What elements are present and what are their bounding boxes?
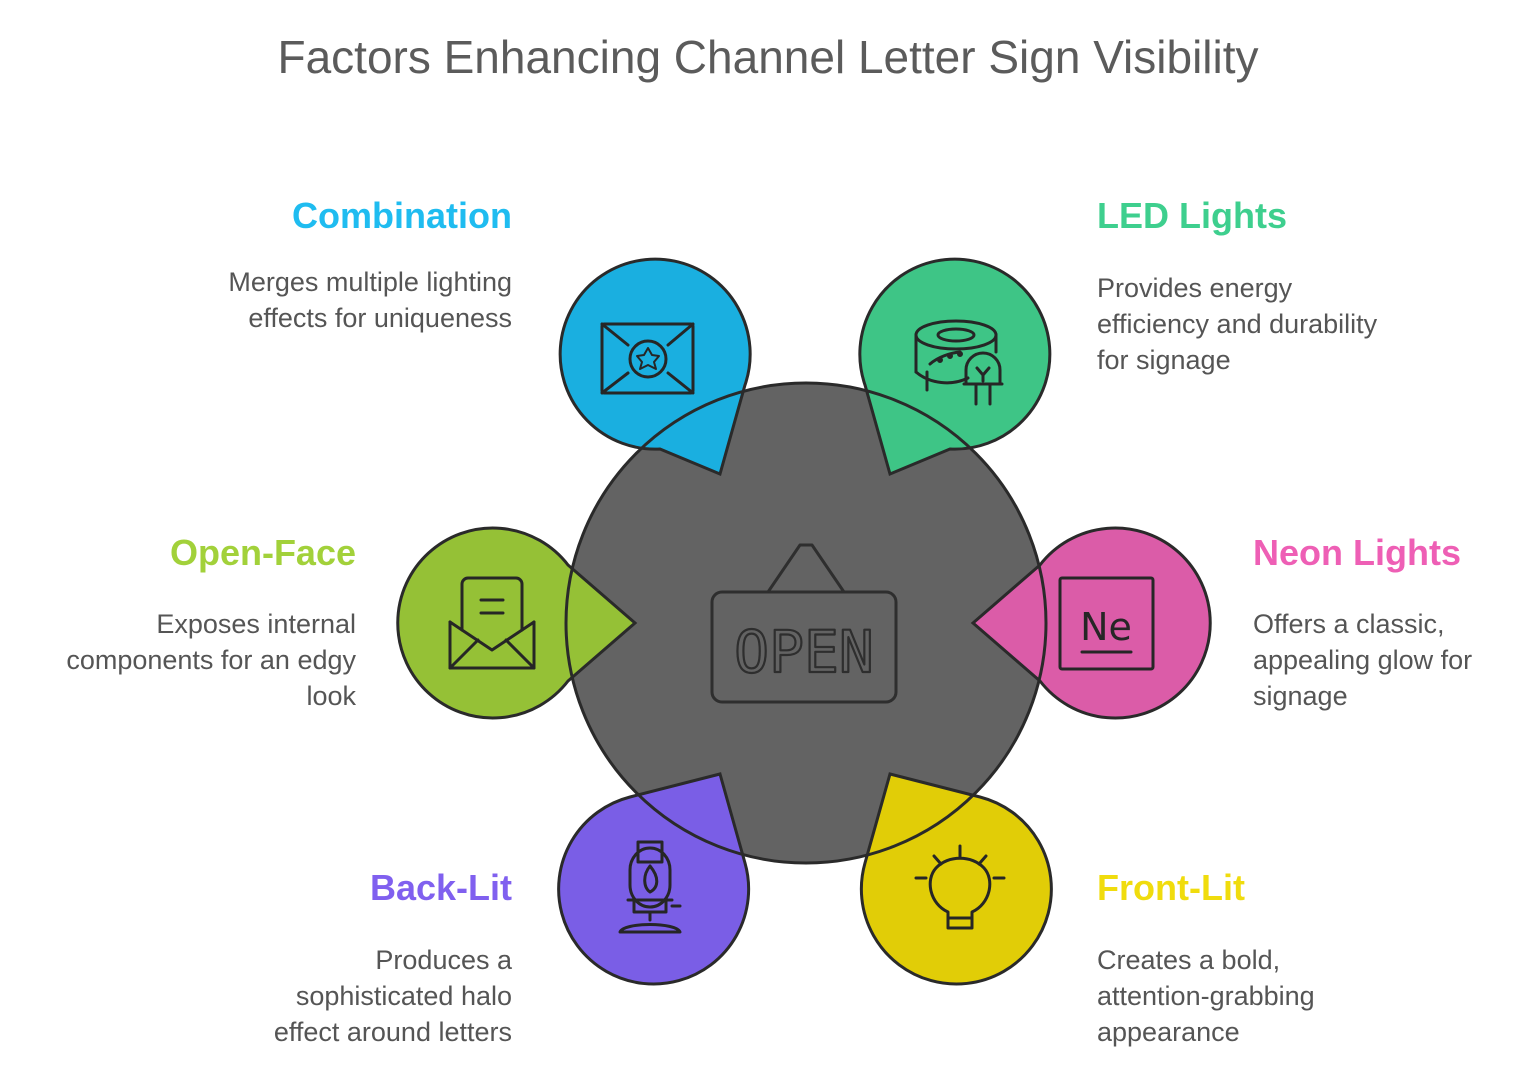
desc-line: signage — [1253, 681, 1348, 711]
desc-line: for signage — [1097, 345, 1231, 375]
desc-line: efficiency and durability — [1097, 309, 1378, 339]
desc-line: appealing glow for — [1253, 645, 1473, 675]
svg-text:Ne: Ne — [1080, 605, 1132, 649]
petal-open-face — [396, 526, 638, 720]
center-circle — [566, 383, 1046, 863]
desc-line: Provides energy — [1097, 273, 1293, 303]
back-lit-label: Back-Lit — [369, 867, 512, 908]
desc-line: attention-grabbing — [1097, 981, 1315, 1011]
open-face-description: Exposes internal components for an edgy … — [0, 606, 356, 714]
lantern-icon — [618, 840, 682, 934]
petal-back-lit — [557, 772, 751, 986]
desc-line: Creates a bold, — [1097, 945, 1281, 975]
desc-line: effect around letters — [273, 1017, 512, 1047]
petal-front-lit — [859, 772, 1053, 986]
neon-lights-label: Neon Lights — [1253, 532, 1461, 573]
combination-label: Combination — [292, 195, 512, 236]
desc-line: Exposes internal — [156, 609, 356, 639]
desc-line: look — [306, 681, 356, 711]
desc-line: Produces a — [375, 945, 512, 975]
desc-line: appearance — [1097, 1017, 1240, 1047]
front-lit-description: Creates a bold, attention-grabbing appea… — [1097, 942, 1517, 1050]
led-strip-icon — [914, 319, 1004, 406]
neon-element-icon: Ne — [1058, 576, 1155, 671]
page-title: Factors Enhancing Channel Letter Sign Vi… — [277, 31, 1259, 83]
open-envelope-icon — [448, 576, 536, 670]
desc-line: effects for uniqueness — [248, 303, 512, 333]
combination-description: Merges multiple lighting effects for uni… — [92, 264, 512, 336]
open-sign-icon: OPEN — [710, 543, 898, 704]
desc-line: Merges multiple lighting — [228, 267, 512, 297]
back-lit-description: Produces a sophisticated halo effect aro… — [92, 942, 512, 1050]
neon-lights-description: Offers a classic, appealing glow for sig… — [1253, 606, 1523, 714]
led-lights-description: Provides energy efficiency and durabilit… — [1097, 270, 1517, 378]
open-face-label: Open-Face — [169, 532, 356, 573]
desc-line: Offers a classic, — [1253, 609, 1445, 639]
center-circle-outline — [564, 381, 1048, 865]
desc-line: components for an edgy — [66, 645, 356, 675]
petal-led-lights — [858, 257, 1052, 477]
desc-line: sophisticated halo — [295, 981, 512, 1011]
envelope-star-icon — [600, 322, 695, 395]
lightbulb-icon — [914, 844, 1006, 930]
open-sign-text: OPEN — [734, 618, 874, 686]
led-lights-label: LED Lights — [1097, 195, 1287, 236]
front-lit-label: Front-Lit — [1097, 867, 1245, 908]
